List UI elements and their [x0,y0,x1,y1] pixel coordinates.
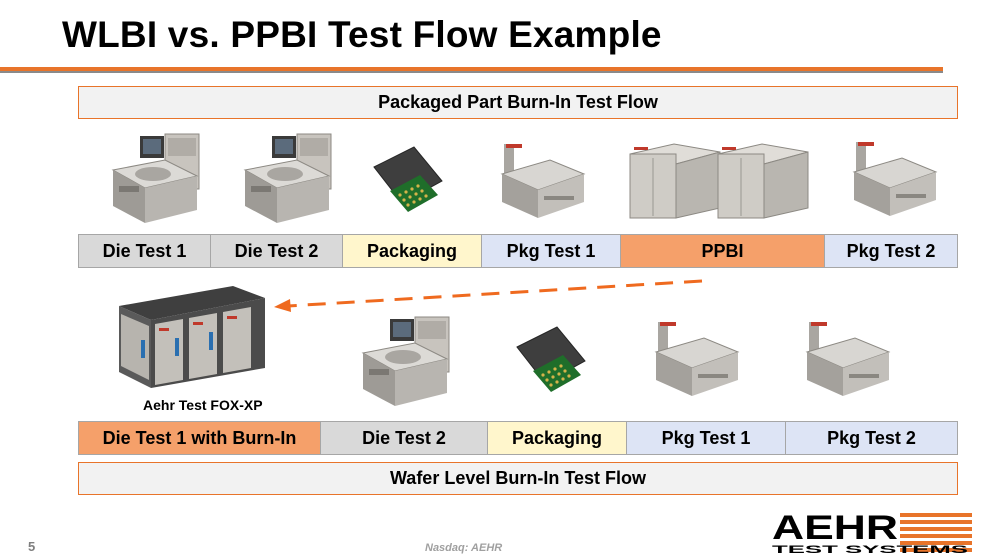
pkg-handler-image-2 [852,142,938,216]
die-tester-image-1 [111,133,200,223]
ppbi-step-ppbi: PPBI [621,235,825,267]
wlbi-step-die-test-2: Die Test 2 [321,422,488,454]
wlbi-step-pkg-test-2: Pkg Test 2 [786,422,957,454]
fox-xp-system-image [119,286,265,388]
title-underline [0,67,943,73]
logo-wordmark: AEHR [772,509,898,547]
ppbi-step-pkg-test-2: Pkg Test 2 [825,235,957,267]
pkg-handler-image-1 [500,144,586,218]
pkg-handler-image-3 [654,322,740,396]
burn-in-oven-image-2 [717,143,809,219]
wlbi-step-die-test-1-burn-in: Die Test 1 with Burn-In [79,422,321,454]
ppbi-flow-banner: Packaged Part Burn-In Test Flow [78,86,958,119]
pkg-handler-image-4 [805,322,891,396]
logo-tagline: TEST SYSTEMS [772,544,968,555]
dashed-arrow-icon [274,279,703,312]
page-number: 5 [28,539,36,554]
fox-xp-caption: Aehr Test FOX-XP [143,397,263,413]
packaged-chip-image-1 [373,146,443,212]
ppbi-step-die-test-2: Die Test 2 [211,235,343,267]
wlbi-flow-banner: Wafer Level Burn-In Test Flow [78,462,958,495]
die-tester-image-3 [361,316,450,406]
footer-text: Nasdaq: AEHR [425,542,503,554]
wlbi-step-pkg-test-1: Pkg Test 1 [627,422,786,454]
packaged-chip-image-2 [516,326,586,392]
die-tester-image-2 [243,133,332,223]
aehr-logo: AEHR TEST SYSTEMS [768,509,984,555]
slide-title: WLBI vs. PPBI Test Flow Example [62,14,662,55]
ppbi-step-pkg-test-1: Pkg Test 1 [482,235,621,267]
wlbi-step-packaging: Packaging [488,422,627,454]
ppbi-step-die-test-1: Die Test 1 [79,235,211,267]
burn-in-oven-image-1 [629,143,721,219]
wlbi-flow-steps: Die Test 1 with Burn-In Die Test 2 Packa… [78,421,958,455]
ppbi-step-packaging: Packaging [343,235,482,267]
ppbi-flow-steps: Die Test 1 Die Test 2 Packaging Pkg Test… [78,234,958,268]
